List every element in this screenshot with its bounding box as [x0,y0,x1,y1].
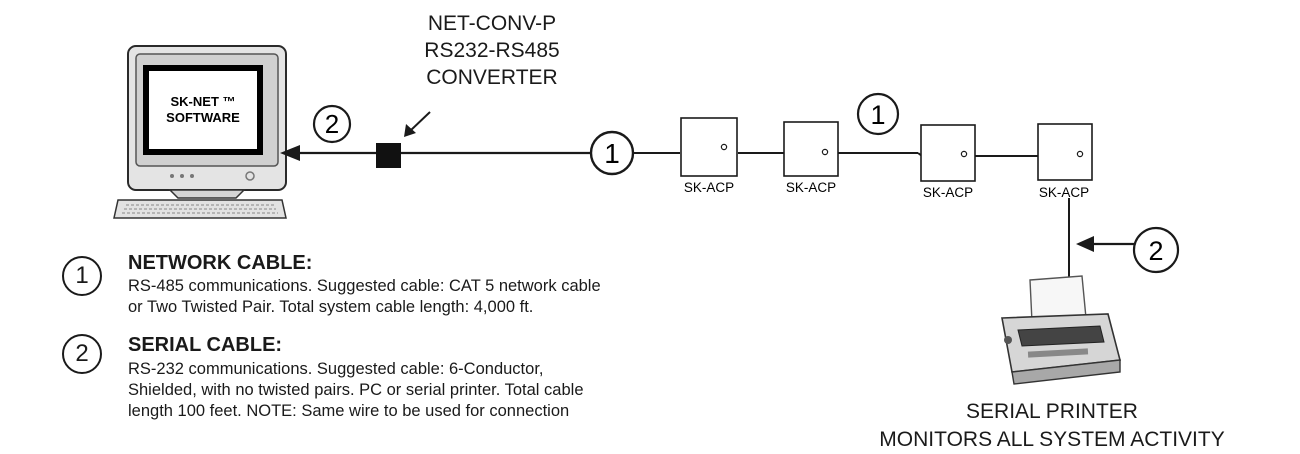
legend-text-serial: RS-232 communications. Suggested cable: … [128,359,698,422]
converter-label-line1: NET-CONV-P [427,12,557,35]
panel-sk-acp-2 [783,121,839,177]
panel-sk-acp-3 [920,124,976,182]
svg-text:2: 2 [325,109,339,139]
panel-label-4: SK-ACP [1039,185,1089,200]
computer-icon [113,45,287,219]
converter-box [376,143,401,168]
panel-label-3: SK-ACP [923,185,973,200]
callout-serial-pc: 2 [312,104,352,144]
serial-cable-to-pc [280,145,590,161]
callout-network-1: 1 [589,130,635,176]
printer-caption: SERIAL PRINTER MONITORS ALL SYSTEM ACTIV… [879,398,1224,454]
network-cable [633,152,1038,157]
printer-caption-line2: MONITORS ALL SYSTEM ACTIVITY [879,428,1225,451]
panel-label-1: SK-ACP [684,180,734,195]
printer-caption-line1: SERIAL PRINTER [966,400,1138,423]
svg-text:1: 1 [604,138,620,169]
legend-title-network: NETWORK CABLE: [128,252,313,274]
converter-label-line3: CONVERTER [426,66,558,89]
legend-text-network: RS-485 communications. Suggested cable: … [128,276,698,318]
screen-label-line2: SOFTWARE [166,110,240,125]
legend-network-line1: RS-485 communications. Suggested cable: … [128,277,601,295]
legend-serial-line2: Shielded, with no twisted pairs. PC or s… [128,381,584,399]
panel-label-2: SK-ACP [786,180,836,195]
callout-serial-printer: 2 [1132,226,1180,274]
panel-sk-acp-1 [680,117,738,177]
legend-serial-line1: RS-232 communications. Suggested cable: … [128,360,544,378]
legend-number-1: 1 [62,256,102,296]
legend-network-line2: or Two Twisted Pair. Total system cable … [128,298,534,316]
converter-label: NET-CONV-P RS232-RS485 CONVERTER [424,10,559,91]
svg-text:2: 2 [1148,236,1163,266]
converter-label-line2: RS232-RS485 [424,39,560,62]
panel-sk-acp-4 [1037,123,1093,181]
converter-pointer-arrow [404,111,431,137]
legend-serial-line3: length 100 feet. NOTE: Same wire to be u… [128,402,570,420]
printer-cable-pointer [1076,236,1134,252]
printer-icon [1001,275,1122,385]
callout-network-2: 1 [856,92,900,136]
legend-number-2: 2 [62,334,102,374]
legend-title-serial: SERIAL CABLE: [128,334,283,356]
screen-label-line1: SK-NET ™ [171,94,236,109]
svg-text:1: 1 [870,100,885,130]
